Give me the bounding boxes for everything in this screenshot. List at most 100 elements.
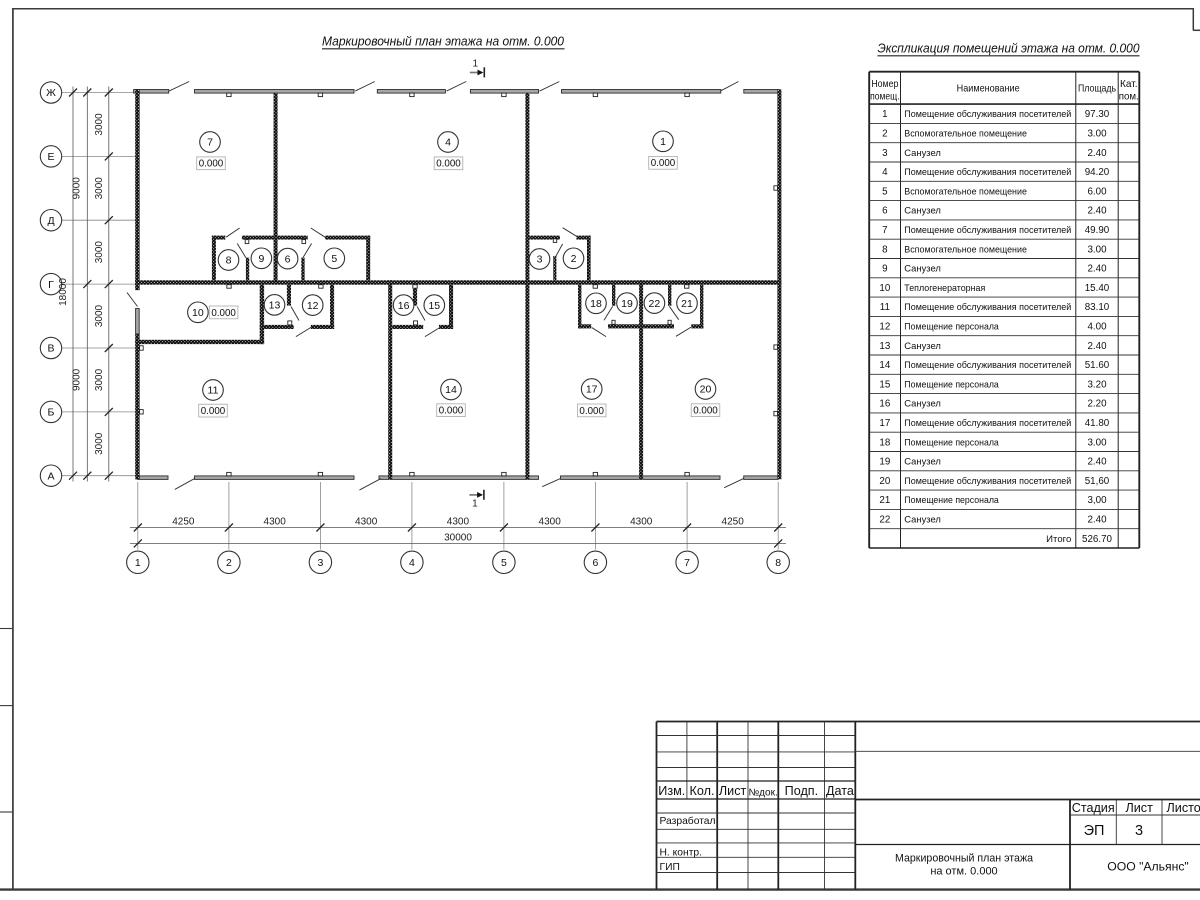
svg-text:Помещение персонала: Помещение персонала (904, 321, 999, 332)
svg-text:6: 6 (882, 206, 888, 217)
svg-text:3: 3 (317, 557, 323, 569)
svg-text:2: 2 (226, 557, 232, 569)
svg-text:7: 7 (684, 557, 690, 569)
svg-text:21: 21 (681, 298, 693, 310)
svg-text:7: 7 (882, 225, 887, 236)
svg-text:Санузел: Санузел (904, 457, 941, 468)
svg-text:14: 14 (445, 384, 457, 396)
svg-text:0.000: 0.000 (201, 406, 226, 417)
svg-text:51,60: 51,60 (1085, 476, 1110, 487)
svg-text:30000: 30000 (444, 533, 472, 544)
svg-text:Лист: Лист (719, 784, 747, 798)
svg-text:Санузел: Санузел (904, 264, 941, 275)
svg-text:16: 16 (398, 300, 410, 312)
svg-text:1: 1 (660, 136, 666, 148)
svg-text:8: 8 (226, 255, 232, 267)
svg-text:2.40: 2.40 (1087, 148, 1107, 159)
svg-text:94.20: 94.20 (1085, 167, 1110, 178)
svg-text:4250: 4250 (722, 517, 745, 528)
svg-text:16: 16 (879, 399, 890, 410)
svg-text:17: 17 (879, 418, 890, 429)
svg-text:2.40: 2.40 (1087, 264, 1107, 275)
svg-text:пом.: пом. (1119, 92, 1139, 103)
svg-text:22: 22 (879, 514, 890, 525)
svg-text:1: 1 (472, 499, 478, 510)
svg-text:Помещение обслуживания посетит: Помещение обслуживания посетителей (904, 418, 1071, 429)
svg-text:4: 4 (409, 557, 415, 569)
svg-text:15: 15 (879, 379, 890, 390)
svg-text:Санузел: Санузел (904, 206, 941, 217)
svg-text:6: 6 (285, 253, 291, 265)
svg-text:ЭП: ЭП (1084, 823, 1105, 839)
svg-text:4300: 4300 (630, 517, 653, 528)
svg-text:9: 9 (882, 264, 887, 275)
svg-text:12: 12 (879, 321, 890, 332)
svg-text:1: 1 (135, 557, 141, 569)
svg-text:12: 12 (307, 300, 319, 312)
svg-text:2: 2 (571, 253, 577, 265)
svg-text:5: 5 (331, 253, 337, 265)
svg-text:10: 10 (192, 307, 204, 319)
svg-text:5: 5 (882, 186, 888, 197)
svg-text:Санузел: Санузел (904, 341, 941, 352)
svg-text:Помещение персонала: Помещение персонала (904, 437, 999, 448)
svg-text:Маркировочный план этажа: Маркировочный план этажа (895, 853, 1034, 865)
svg-text:2.40: 2.40 (1087, 457, 1107, 468)
svg-text:3000: 3000 (94, 177, 105, 200)
svg-text:Номер: Номер (871, 79, 898, 90)
svg-text:0.000: 0.000 (693, 406, 718, 417)
svg-text:3000: 3000 (94, 241, 105, 264)
svg-text:6: 6 (592, 557, 598, 569)
svg-text:3,00: 3,00 (1087, 495, 1107, 506)
svg-text:3000: 3000 (94, 368, 105, 391)
svg-text:1: 1 (473, 59, 479, 70)
svg-text:2.40: 2.40 (1087, 514, 1107, 525)
svg-text:Н. контр.: Н. контр. (660, 848, 703, 859)
svg-text:10: 10 (879, 283, 890, 294)
svg-text:Помещение обслуживания посетит: Помещение обслуживания посетителей (904, 302, 1071, 313)
svg-text:83.10: 83.10 (1085, 302, 1110, 313)
svg-text:11: 11 (208, 385, 219, 397)
svg-text:18000: 18000 (58, 278, 69, 306)
svg-text:3000: 3000 (94, 432, 105, 455)
svg-text:9000: 9000 (71, 177, 82, 200)
svg-text:3000: 3000 (94, 113, 105, 136)
svg-text:Г: Г (48, 279, 54, 291)
svg-text:Листов: Листов (1167, 801, 1200, 815)
svg-text:Стадия: Стадия (1072, 801, 1115, 815)
svg-text:4300: 4300 (355, 517, 378, 528)
svg-text:0.000: 0.000 (439, 406, 464, 417)
svg-text:0.000: 0.000 (199, 159, 224, 170)
svg-text:18: 18 (590, 298, 602, 310)
svg-text:Помещение обслуживания посетит: Помещение обслуживания посетителей (904, 360, 1071, 371)
svg-text:Санузел: Санузел (904, 148, 941, 159)
svg-text:на отм. 0.000: на отм. 0.000 (930, 866, 997, 878)
svg-text:Кол.: Кол. (690, 784, 715, 798)
svg-text:4300: 4300 (264, 517, 287, 528)
svg-text:9: 9 (258, 253, 264, 265)
svg-text:Помещение обслуживания посетит: Помещение обслуживания посетителей (904, 225, 1071, 236)
svg-text:Ж: Ж (46, 87, 56, 99)
svg-text:№док.: №док. (748, 788, 777, 799)
svg-text:18: 18 (879, 437, 890, 448)
svg-text:3.00: 3.00 (1087, 128, 1107, 139)
svg-text:помещ.: помещ. (870, 92, 900, 103)
svg-text:17: 17 (586, 384, 598, 396)
svg-text:Помещение персонала: Помещение персонала (904, 495, 999, 506)
svg-text:Разработал: Разработал (660, 815, 716, 827)
svg-text:Санузел: Санузел (904, 399, 941, 410)
svg-text:20: 20 (700, 384, 712, 396)
svg-text:0.000: 0.000 (211, 308, 236, 319)
svg-text:4250: 4250 (172, 517, 195, 528)
svg-text:13: 13 (879, 341, 890, 352)
svg-text:97.30: 97.30 (1085, 109, 1110, 120)
svg-text:Д: Д (47, 215, 54, 227)
svg-text:А: А (47, 470, 54, 482)
svg-text:14: 14 (879, 360, 890, 371)
svg-text:Кат.: Кат. (1120, 79, 1138, 90)
svg-text:0.000: 0.000 (436, 159, 461, 170)
svg-text:22: 22 (649, 298, 661, 310)
svg-text:0.000: 0.000 (651, 158, 676, 169)
svg-text:15: 15 (428, 300, 440, 312)
svg-text:Помещение обслуживания посетит: Помещение обслуживания посетителей (904, 476, 1071, 487)
